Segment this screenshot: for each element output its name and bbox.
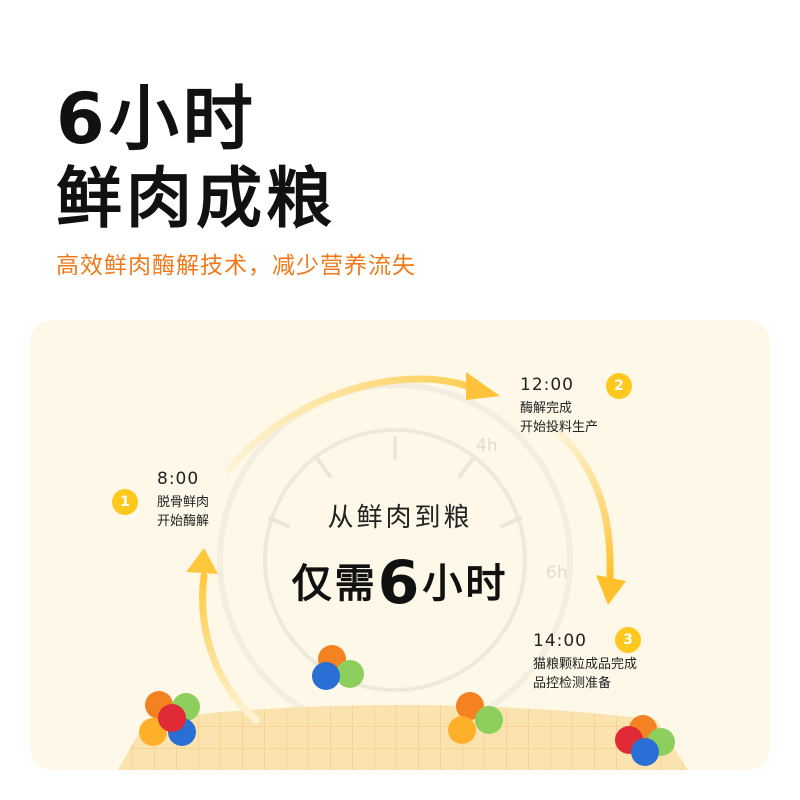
arrow-head-right-icon <box>596 575 626 605</box>
pellets-left-icon <box>139 691 200 746</box>
step1-line2: 开始酶解 <box>157 514 210 529</box>
clock-label-4h: 4h <box>476 436 498 456</box>
pellets-right-icon <box>448 692 503 744</box>
step2-line2: 开始投料生产 <box>520 420 599 435</box>
arrow-head-top-icon <box>466 372 500 400</box>
pellets-far-right-icon <box>615 715 675 766</box>
step3-line1: 猫粮颗粒成品完成 <box>533 657 638 672</box>
clock-ticks <box>268 436 522 528</box>
step3-line2: 品控检测准备 <box>533 676 612 691</box>
step1-time: 8:00 <box>157 469 200 489</box>
subtitle: 高效鲜肉酶解技术，减少营养流失 <box>56 253 416 279</box>
clock-label-6h: 6h <box>546 563 568 583</box>
step1-badge: 1 <box>112 489 138 515</box>
step2-time: 12:00 <box>520 375 574 395</box>
step3-caption: 14:00 猫粮颗粒成品完成 品控检测准备 <box>533 632 637 693</box>
arrow-head-left-icon <box>186 548 218 574</box>
step3-badge: 3 <box>615 627 641 653</box>
grid-floor <box>118 705 688 770</box>
arc-to-step1 <box>199 572 260 724</box>
step2-line1: 酶解完成 <box>520 401 573 416</box>
step2-caption: 12:00 酶解完成 开始投料生产 <box>520 376 598 437</box>
arc-step2-step3 <box>552 426 614 584</box>
center-duration-number: 6 <box>377 548 423 618</box>
step1-line1: 脱骨鲜肉 <box>157 495 210 510</box>
center-duration: 仅需6小时 <box>240 548 560 618</box>
step2-badge: 2 <box>606 373 632 399</box>
step1-caption: 8:00 脱骨鲜肉 开始酶解 <box>157 470 209 531</box>
center-duration-suffix: 小时 <box>422 561 509 607</box>
pellets-center-icon <box>312 645 364 690</box>
headline-hours: 6小时 <box>56 78 257 160</box>
center-caption: 从鲜肉到粮 <box>327 503 473 533</box>
step3-time: 14:00 <box>533 631 587 651</box>
arc-step1-step2 <box>224 375 488 474</box>
center-duration-prefix: 仅需 <box>291 561 378 607</box>
clock-face-inner <box>263 428 527 692</box>
headline-fresh-meat: 鲜肉成粮 <box>56 160 336 237</box>
